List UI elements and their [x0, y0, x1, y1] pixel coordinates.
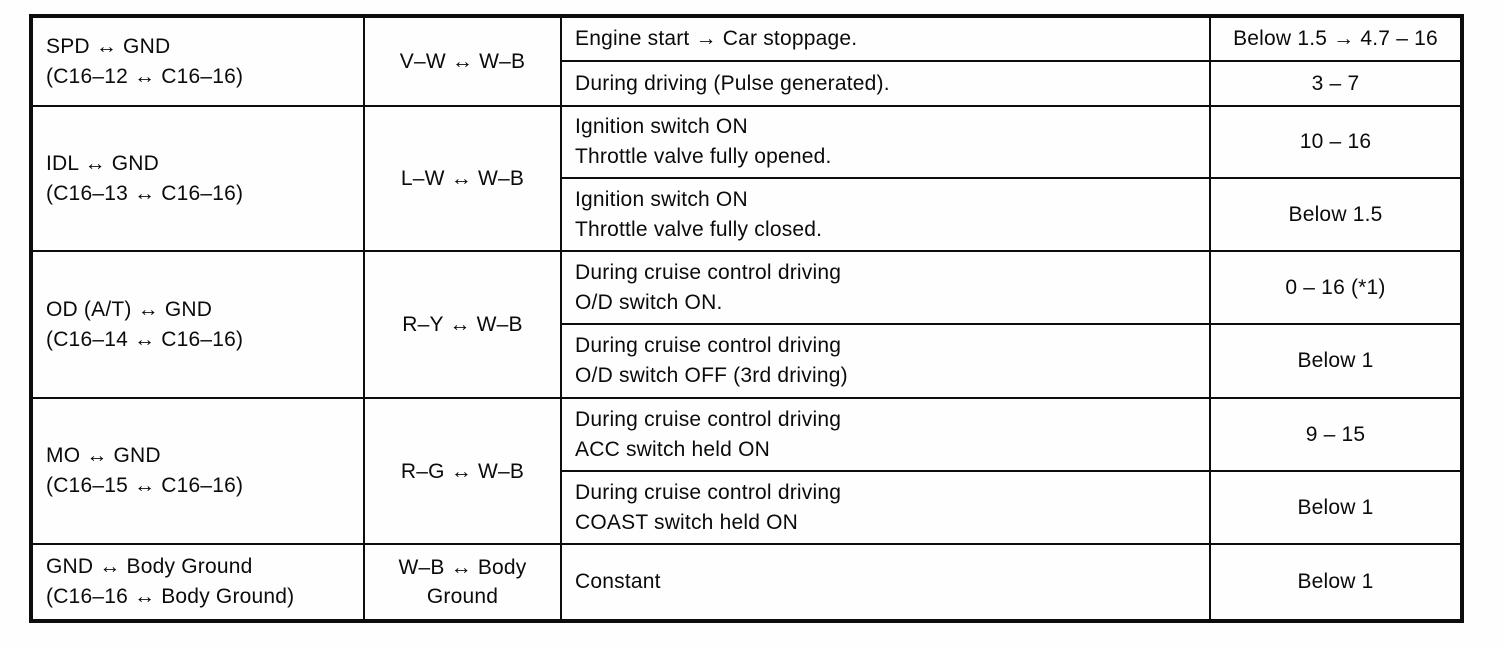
tester-connection: Ground	[426, 585, 499, 608]
condition-cell: During cruise control driving O/D switch…	[560, 250, 1211, 325]
condition-line: O/D switch ON.	[575, 290, 723, 314]
terminal-pins: (C16–15 ↔ C16–16)	[46, 474, 244, 497]
condition-line: Throttle valve fully closed.	[575, 217, 823, 241]
table-row: During cruise control driving COAST swit…	[31, 470, 1463, 545]
condition-cell: During driving (Pulse generated).	[560, 60, 1211, 107]
terminal-cell: GND ↔ Body Ground (C16–16 ↔ Body Ground)	[30, 543, 365, 622]
condition-line: During driving (Pulse generated).	[575, 71, 890, 95]
condition-line: Engine start → Car stoppage.	[575, 27, 858, 50]
condition-line: Ignition switch ON	[575, 115, 748, 138]
terminal-pins: (C16–13 ↔ C16–16)	[46, 181, 244, 205]
condition-cell: During cruise control driving ACC switch…	[560, 397, 1211, 472]
table-row: SPD ↔ GND (C16–12 ↔ C16–16) V–W ↔ W–B En…	[30, 15, 1463, 107]
table-row: During driving (Pulse generated). 3 – 7	[31, 60, 1463, 107]
terminal-cell: SPD ↔ GND (C16–12 ↔ C16–16)	[30, 15, 365, 107]
tester-connection-cell: L–W ↔ W–B	[363, 105, 562, 252]
value-cell: Below 1.5	[1209, 177, 1463, 252]
terminal-pins: (C16–14 ↔ C16–16)	[46, 327, 244, 351]
condition-line: During cruise control driving	[575, 260, 842, 284]
value-cell: 0 – 16 (*1)	[1209, 250, 1463, 325]
condition-cell: Engine start → Car stoppage.	[560, 15, 1211, 62]
condition-line: ACC switch held ON	[575, 437, 770, 461]
tester-connection: R–G ↔ W–B	[400, 459, 525, 483]
table-row: During cruise control driving O/D switch…	[31, 323, 1463, 399]
tester-connection: L–W ↔ W–B	[400, 167, 525, 190]
tester-connection-cell: W–B ↔ Body Ground	[363, 543, 562, 622]
terminal-name: MO ↔ GND	[46, 444, 161, 467]
table-row: IDL ↔ GND (C16–13 ↔ C16–16) L–W ↔ W–B Ig…	[30, 105, 1463, 252]
tester-connection-cell: R–Y ↔ W–B	[363, 250, 562, 399]
value-cell: Below 1	[1209, 470, 1463, 545]
terminal-name: OD (A/T) ↔ GND	[46, 297, 213, 321]
condition-line: COAST switch held ON	[575, 510, 799, 534]
value-cell: 9 – 15	[1209, 397, 1463, 472]
tester-connection: R–Y ↔ W–B	[402, 313, 523, 336]
condition-line: During cruise control driving	[575, 334, 842, 357]
terminal-pins: (C16–12 ↔ C16–16)	[46, 64, 244, 88]
condition-line: O/D switch OFF (3rd driving)	[575, 364, 848, 387]
terminal-cell: IDL ↔ GND (C16–13 ↔ C16–16)	[30, 105, 365, 252]
tester-connection-cell: R–G ↔ W–B	[363, 397, 562, 545]
tester-connection: W–B ↔ Body	[398, 556, 527, 579]
value-cell: 3 – 7	[1209, 60, 1463, 107]
condition-line: Throttle valve fully opened.	[575, 145, 832, 168]
value-cell: Below 1.5 → 4.7 – 16	[1209, 15, 1463, 62]
table-row: OD (A/T) ↔ GND (C16–14 ↔ C16–16) R–Y ↔ W…	[30, 250, 1463, 399]
terminal-name: SPD ↔ GND	[46, 34, 171, 58]
condition-line: Constant	[575, 570, 661, 593]
table-row: Ignition switch ON Throttle valve fully …	[31, 177, 1463, 252]
value-cell: Below 1	[1209, 543, 1463, 622]
terminal-name: IDL ↔ GND	[46, 151, 160, 175]
value-cell: Below 1	[1209, 323, 1463, 399]
terminal-pins: (C16–16 ↔ Body Ground)	[46, 585, 295, 608]
terminal-name: GND ↔ Body Ground	[46, 555, 253, 578]
terminal-cell: MO ↔ GND (C16–15 ↔ C16–16)	[30, 397, 365, 545]
condition-cell: Ignition switch ON Throttle valve fully …	[560, 177, 1211, 252]
condition-cell: During cruise control driving COAST swit…	[560, 470, 1211, 545]
condition-cell: Constant	[560, 543, 1211, 622]
condition-cell: During cruise control driving O/D switch…	[560, 323, 1211, 399]
condition-cell: Ignition switch ON Throttle valve fully …	[560, 105, 1211, 179]
condition-line: During cruise control driving	[575, 480, 842, 504]
table-row: MO ↔ GND (C16–15 ↔ C16–16) R–G ↔ W–B Dur…	[30, 397, 1463, 545]
tester-connection: V–W ↔ W–B	[399, 50, 526, 73]
table-row: GND ↔ Body Ground (C16–16 ↔ Body Ground)…	[30, 543, 1463, 622]
value-cell: 10 – 16	[1209, 105, 1463, 179]
condition-line: Ignition switch ON	[575, 187, 748, 211]
condition-line: During cruise control driving	[575, 407, 842, 431]
terminal-cell: OD (A/T) ↔ GND (C16–14 ↔ C16–16)	[30, 250, 365, 399]
terminal-voltage-spec-table: SPD ↔ GND (C16–12 ↔ C16–16) V–W ↔ W–B En…	[29, 14, 1464, 623]
tester-connection-cell: V–W ↔ W–B	[363, 15, 562, 107]
